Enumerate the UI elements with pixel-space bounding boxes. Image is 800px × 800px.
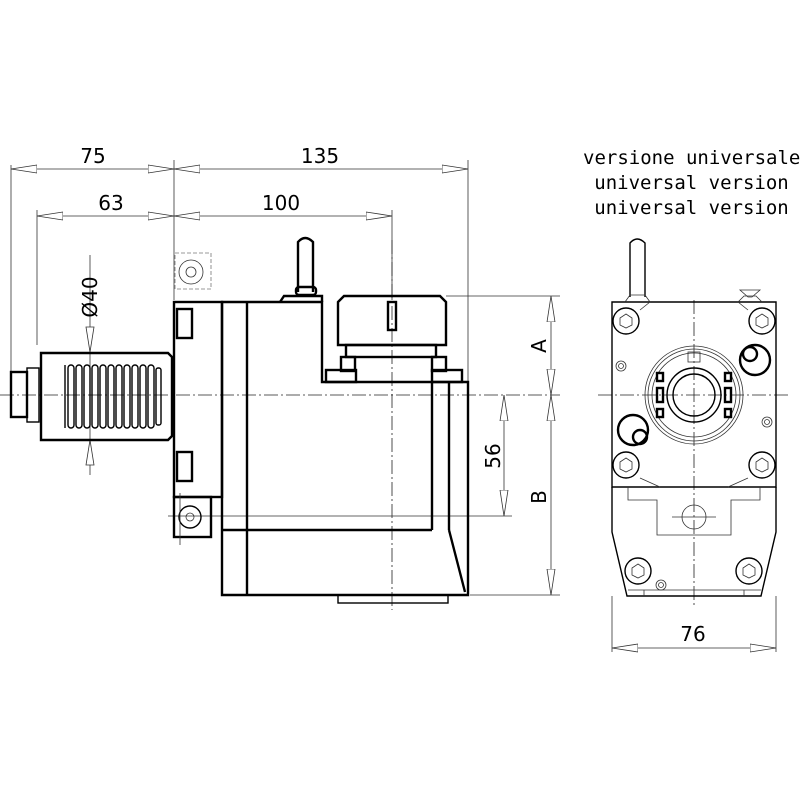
title-line-english-2: universal version: [594, 197, 789, 219]
dimension-overall: 75 135: [10, 144, 469, 400]
dim-label-135: 135: [301, 144, 339, 168]
dim-label-diameter: Ø40: [78, 276, 102, 317]
serrations: [67, 364, 162, 429]
dim-label-56: 56: [481, 443, 505, 468]
title-line-italian: versione universale: [583, 147, 800, 169]
dim-label-100: 100: [262, 191, 300, 215]
title-line-english-1: universal version: [594, 172, 789, 194]
coolant-pin: [279, 236, 324, 303]
dim-label-76: 76: [680, 622, 705, 646]
collet-nut: [324, 294, 560, 384]
flange: [172, 252, 224, 545]
dim-label-63: 63: [98, 191, 123, 215]
dimension-76: 76: [611, 596, 777, 652]
dim-label-a: A: [527, 339, 551, 353]
spindle-face: [644, 345, 744, 445]
dimension-a-b: A B: [470, 296, 560, 596]
side-view: 75 135 63 100 Ø40: [0, 144, 560, 610]
dim-label-b: B: [527, 490, 551, 504]
dimension-shank: 63 100: [36, 191, 393, 345]
dim-label-75: 75: [80, 144, 105, 168]
title-block: versione universale universal version un…: [583, 146, 800, 221]
bolts: [612, 307, 776, 591]
front-view: 76: [598, 238, 790, 652]
dimension-56: 56: [481, 395, 505, 516]
dimension-diameter: Ø40: [78, 255, 102, 475]
shank: [9, 351, 174, 442]
